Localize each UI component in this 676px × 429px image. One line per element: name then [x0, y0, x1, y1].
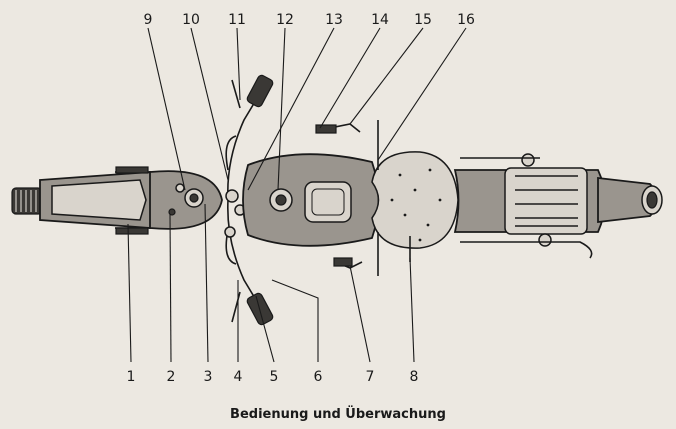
- label-8: 8: [410, 369, 419, 385]
- motorcycle-drawing: [11, 74, 663, 326]
- front-wheel: [11, 171, 161, 229]
- label-6: 6: [314, 369, 323, 385]
- label-4: 4: [234, 369, 243, 385]
- headlamp: [149, 170, 223, 230]
- label-16: 16: [457, 12, 475, 28]
- saddle: [371, 151, 459, 249]
- label-10: 10: [182, 12, 200, 28]
- label-11: 11: [228, 12, 246, 28]
- label-1: 1: [127, 369, 136, 385]
- rear-carrier: [453, 153, 606, 259]
- labels-bottom: 1 2 3 4 5 6 7 8: [127, 369, 419, 385]
- label-7: 7: [366, 369, 375, 385]
- leader-lines-top: [147, 27, 467, 191]
- labels-top: 9 10 11 12 13 14 15 16: [144, 12, 475, 28]
- label-9: 9: [144, 12, 153, 28]
- label-14: 14: [371, 12, 389, 28]
- label-3: 3: [204, 369, 213, 385]
- rear-fender: [597, 176, 663, 224]
- figure-caption: Bedienung und Überwachung: [230, 406, 446, 422]
- label-2: 2: [167, 369, 176, 385]
- label-5: 5: [270, 369, 279, 385]
- label-12: 12: [276, 12, 294, 28]
- leader-lines-bottom: [127, 203, 415, 363]
- label-13: 13: [325, 12, 343, 28]
- label-15: 15: [414, 12, 432, 28]
- fuel-tank: [242, 153, 380, 247]
